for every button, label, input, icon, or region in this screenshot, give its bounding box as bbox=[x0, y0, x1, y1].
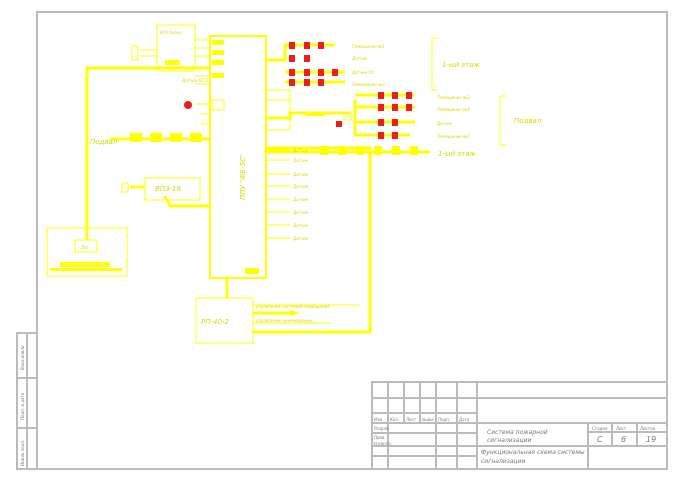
right-upper-label-1: Помещение №1 bbox=[352, 44, 385, 49]
col-head-6: Дата bbox=[458, 417, 470, 422]
panel-label: ППУ "ФБ-5С" bbox=[239, 154, 247, 200]
output-lines bbox=[140, 37, 506, 324]
col-head-1: Изм. bbox=[374, 417, 383, 422]
sheets-head: Листов bbox=[639, 426, 656, 431]
left-small-label: Эл bbox=[80, 245, 88, 251]
output-label-3: Датчик bbox=[292, 184, 309, 189]
right-lower-label-2: Помещение №4 bbox=[437, 107, 470, 112]
zone1-lower: 1-ый этаж bbox=[438, 150, 476, 158]
sheet-value: 6 bbox=[621, 435, 626, 444]
title-line-3: Функциональная схема системы bbox=[481, 449, 585, 456]
podval-right: Подвал bbox=[514, 117, 542, 125]
right-lower-label-1: Помещение №3 bbox=[437, 95, 470, 100]
filled-parts bbox=[50, 40, 418, 316]
stage-value: С bbox=[597, 435, 603, 444]
output-label-7: Датчик bbox=[292, 236, 309, 241]
output-label-4: Датчик bbox=[292, 197, 309, 202]
rp-line-top: управление системой оповещения bbox=[255, 304, 330, 309]
side-label-3: Взам.инв.№ bbox=[20, 345, 25, 370]
side-strip bbox=[16, 332, 38, 470]
title-line-2: сигнализации bbox=[487, 437, 532, 444]
left-block bbox=[46, 227, 128, 277]
small-mid-label: Датчик ПС 1 bbox=[181, 78, 208, 83]
zone1-upper: 1-ый этаж bbox=[442, 61, 480, 69]
output-label-1: Датчик bbox=[292, 158, 309, 163]
right-lower-label-3: Датчик bbox=[436, 121, 453, 126]
wiring bbox=[85, 35, 430, 334]
sheets-value: 19 bbox=[646, 435, 656, 444]
rp-line-bottom: управление инженерными bbox=[255, 318, 313, 323]
detectors bbox=[184, 42, 412, 139]
row-label-3: Н.контр. bbox=[374, 441, 392, 446]
stage-head: Стадия bbox=[592, 426, 608, 431]
row-label-1: Разраб. bbox=[374, 426, 390, 431]
vpu-device bbox=[121, 182, 129, 193]
col-head-4: №док bbox=[421, 417, 434, 422]
output-label-2: Датчик bbox=[292, 172, 309, 177]
title-block-text: Изм. Кол. Лист №док Подп. Дата Разраб. П… bbox=[374, 417, 656, 465]
main-panel bbox=[209, 35, 267, 279]
col-head-3: Лист bbox=[405, 417, 417, 422]
top-left-small: ВПУ блока bbox=[160, 30, 182, 35]
right-upper-label-3: Датчик ПС bbox=[351, 70, 375, 75]
row-label-2: Пров. bbox=[374, 435, 386, 440]
drawing-frame bbox=[36, 11, 668, 470]
right-upper-label-2: Датчик bbox=[351, 56, 368, 61]
side-label-2: Подп. и дата bbox=[20, 392, 25, 420]
rp-block bbox=[195, 297, 254, 344]
output-label-6: Датчик bbox=[292, 223, 309, 228]
rp-label: РП-40-2 bbox=[201, 318, 229, 326]
mid-device bbox=[343, 111, 352, 121]
right-upper-label-4: Помещение №2 bbox=[352, 82, 385, 87]
title-line-4: сигнализации bbox=[481, 458, 526, 465]
output-label-5: Датчик bbox=[292, 210, 309, 215]
output-label-8: Датчик bbox=[292, 148, 309, 153]
title-block bbox=[371, 381, 668, 470]
right-lower-label-4: Помещение №5 bbox=[437, 134, 470, 139]
left-small-block bbox=[74, 239, 98, 253]
top-left-block bbox=[156, 24, 196, 72]
vpu-label: ВПЗ-16 bbox=[155, 185, 182, 193]
podval-left: Подвал bbox=[90, 138, 118, 146]
side-label-1: Инв.№ подл. bbox=[20, 440, 25, 466]
col-head-2: Кол. bbox=[390, 417, 399, 422]
components bbox=[46, 24, 352, 344]
panel-slot bbox=[211, 99, 225, 111]
sheet-head: Лист bbox=[615, 426, 627, 431]
labels: ППУ "ФБ-5С" ВПУ блока Датчик ПС 1 Подвал… bbox=[80, 30, 542, 326]
col-head-5: Подп. bbox=[438, 417, 450, 422]
title-line-1: Система пожарной bbox=[487, 429, 548, 436]
vpu-block bbox=[144, 177, 201, 201]
left-device bbox=[131, 45, 139, 61]
